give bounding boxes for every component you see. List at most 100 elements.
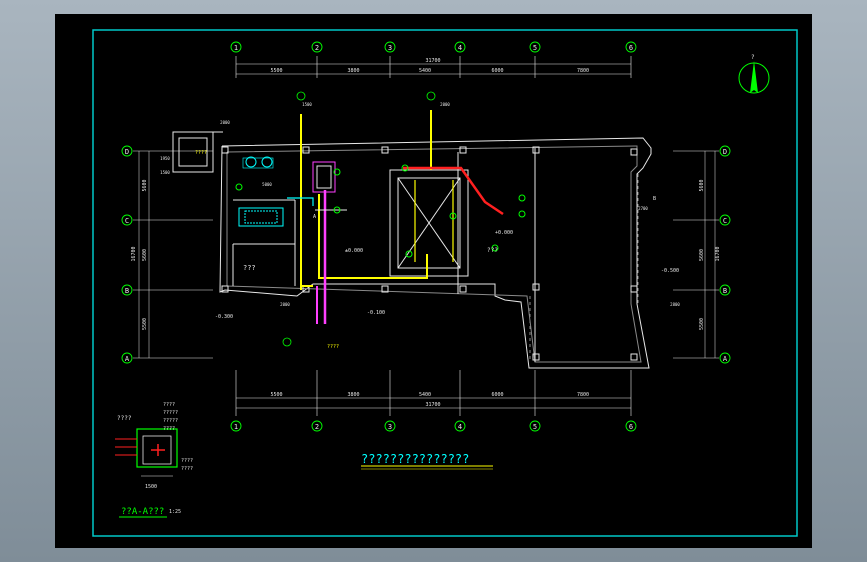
legend-1: ???? <box>163 402 175 408</box>
dim-inner-3: 2000 <box>280 302 290 307</box>
axis-bubble-bottom-4 <box>454 420 466 432</box>
dim-top-small-1: 2000 <box>440 102 450 107</box>
section-scale: 1:25 <box>169 509 181 515</box>
room-label: ??? <box>243 264 256 272</box>
dim-top-span-2: 5400 <box>419 68 431 74</box>
dim-left-span-1: 5600 <box>142 249 148 261</box>
axis-bubble-top-6 <box>625 41 637 53</box>
axis-label-left-A: A <box>125 355 130 363</box>
legend-3: ????? <box>163 418 178 424</box>
legend-6: ???? <box>181 466 193 472</box>
dim-bottom-span-1: 3800 <box>347 392 359 398</box>
legend-5: ???? <box>181 458 193 464</box>
dim-top-span-3: 6000 <box>491 68 503 74</box>
axis-label-right-B: B <box>723 287 727 295</box>
marker-b: B <box>653 196 656 202</box>
north-arrow: ? <box>738 54 770 94</box>
axis-bubble-bottom-5 <box>529 420 541 432</box>
valve-symbols <box>235 164 526 258</box>
axis-bubble-bottom-6 <box>625 420 637 432</box>
axis-label-top-6: 6 <box>629 44 633 52</box>
legend-4: ???? <box>163 426 175 432</box>
axis-label-right-C: C <box>723 217 727 225</box>
dim-top-small-0: 1500 <box>302 102 312 107</box>
dim-bottom-span-4: 7800 <box>577 392 589 398</box>
dim-left-span-0: 5600 <box>142 179 148 191</box>
axis-label-left-B: B <box>125 287 129 295</box>
axis-bubble-left-C <box>121 214 133 226</box>
axis-label-bottom-6: 6 <box>629 423 633 431</box>
section-title: ??A-A??? <box>121 507 164 517</box>
axis-bubble-left-B <box>121 284 133 296</box>
axis-label-bottom-5: 5 <box>533 423 537 431</box>
elev-far-right: -0.500 <box>661 268 679 274</box>
pit-plan <box>172 131 223 173</box>
dim-left-small-0: 1950 <box>160 156 170 161</box>
axis-label-left-D: D <box>125 148 129 156</box>
dim-top-span-4: 7800 <box>577 68 589 74</box>
pipes <box>287 110 504 324</box>
dim-top-total: 31700 <box>425 58 440 64</box>
axis-bubble-pipe-1 <box>296 91 306 101</box>
building-outline <box>219 137 652 369</box>
pipe-tag: ???? <box>327 344 339 350</box>
elev-inside: ±0.000 <box>345 248 363 254</box>
dim-bottom-span-0: 5500 <box>270 392 282 398</box>
dim-left-small-1: 1500 <box>160 170 170 175</box>
dim-bottom-span-3: 6000 <box>491 392 503 398</box>
dim-inner-1: 2700 <box>638 206 648 211</box>
elev-low: -0.100 <box>367 310 385 316</box>
section-dim: 1500 <box>145 484 157 490</box>
axis-bubble-bottom-3 <box>384 420 396 432</box>
axis-bubble-right-A <box>719 352 731 364</box>
axis-label-right-D: D <box>723 148 727 156</box>
axis-label-bottom-3: 3 <box>388 423 392 431</box>
dim-top-small-2: 2000 <box>220 120 230 125</box>
room-label-2: ??? <box>487 247 498 254</box>
axis-bubble-pipe-2 <box>426 91 436 101</box>
axis-label-top-4: 4 <box>458 44 462 52</box>
pit-label: ???? <box>117 415 132 422</box>
section-detail: ???? ???? ????? ????? ???? ???? ???? 150… <box>115 402 193 518</box>
dim-inner-0: 5000 <box>262 182 272 187</box>
dim-bottom-span-2: 5400 <box>419 392 431 398</box>
axis-label-bottom-1: 1 <box>234 423 238 431</box>
drawing-title: ??????????????? <box>361 452 469 466</box>
axis-bubble-top-2 <box>311 41 323 53</box>
axis-label-bottom-4: 4 <box>458 423 462 431</box>
axis-bubble-left-A <box>121 352 133 364</box>
north-label: ? <box>751 54 755 61</box>
dim-bottom-total: 31700 <box>425 402 440 408</box>
plan-labels: ±0.000 -0.300 -0.100 +0.000 -0.500 ??? ?… <box>195 150 679 350</box>
sheet-border <box>92 29 798 537</box>
dim-right-span-0: 5600 <box>699 179 705 191</box>
axis-label-top-1: 1 <box>234 44 238 52</box>
axis-bubble-top-4 <box>454 41 466 53</box>
dim-right-span-1: 5600 <box>699 249 705 261</box>
dim-right-span-2: 5500 <box>699 318 705 330</box>
axis-bubble-left-D <box>121 145 133 157</box>
axis-label-right-A: A <box>723 355 728 363</box>
dim-inner-2: 2800 <box>670 302 680 307</box>
marker-a: A <box>313 214 316 220</box>
elev-right: +0.000 <box>495 230 513 236</box>
dim-top-span-0: 5500 <box>270 68 282 74</box>
axis-bubble-right-D <box>719 145 731 157</box>
dim-right-total: 16700 <box>715 246 721 261</box>
axis-bubble-pipe-3 <box>282 337 292 347</box>
pump-equipment <box>238 156 336 227</box>
dim-top-span-1: 3800 <box>347 68 359 74</box>
axis-bubble-bottom-2 <box>311 420 323 432</box>
dim-left-span-2: 5500 <box>142 318 148 330</box>
axis-label-top-3: 3 <box>388 44 392 52</box>
axis-label-top-5: 5 <box>533 44 537 52</box>
axis-bubble-right-C <box>719 214 731 226</box>
axis-bubble-top-5 <box>529 41 541 53</box>
tag-small: ???? <box>195 150 207 156</box>
axis-bubble-bottom-1 <box>230 420 242 432</box>
axis-label-left-C: C <box>125 217 129 225</box>
axis-bubble-top-1 <box>230 41 242 53</box>
